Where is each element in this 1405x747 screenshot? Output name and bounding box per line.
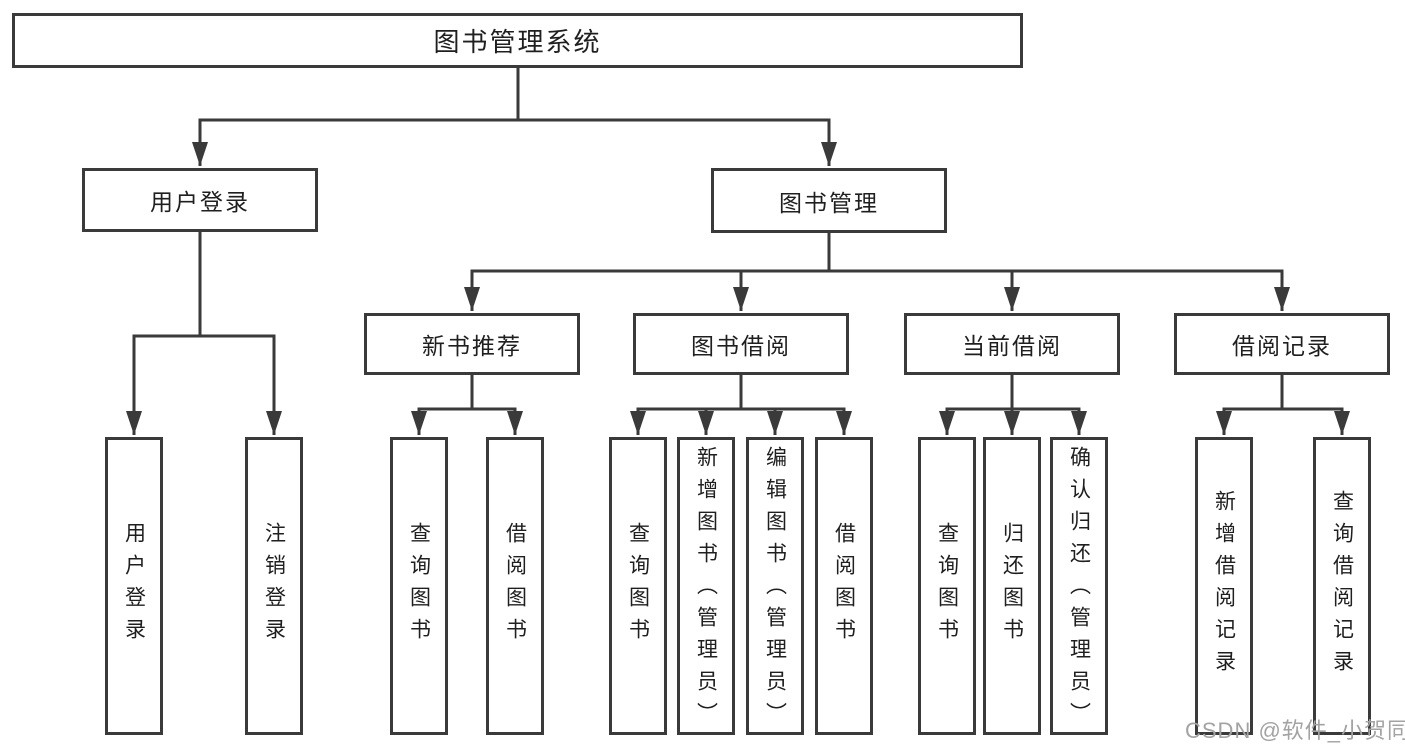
node-user-login: 用户登录 — [82, 168, 318, 232]
leaf-bb-query-book: 查询图书 — [609, 437, 667, 735]
node-borrow-records: 借阅记录 — [1174, 313, 1390, 375]
leaf-br-query-record: 查询借阅记录 — [1313, 437, 1371, 735]
leaf-bb-edit-book-admin: 编辑图书（管理员） — [746, 437, 804, 735]
leaf-user-login: 用户登录 — [105, 437, 163, 735]
leaf-br-add-record: 新增借阅记录 — [1195, 437, 1253, 735]
node-current-borrow: 当前借阅 — [904, 313, 1120, 375]
leaf-bb-borrow-book: 借阅图书 — [815, 437, 873, 735]
node-root-system: 图书管理系统 — [12, 13, 1023, 68]
leaf-nb-borrow-book: 借阅图书 — [486, 437, 544, 735]
leaf-cb-return-book: 归还图书 — [983, 437, 1041, 735]
leaf-nb-query-book: 查询图书 — [390, 437, 448, 735]
leaf-cb-query-book: 查询图书 — [918, 437, 976, 735]
leaf-bb-add-book-admin: 新增图书（管理员） — [677, 437, 735, 735]
leaf-cb-confirm-return-admin: 确认归还（管理员） — [1050, 437, 1108, 735]
node-book-management: 图书管理 — [711, 168, 947, 233]
node-new-book-recommend: 新书推荐 — [364, 313, 580, 375]
node-book-borrow: 图书借阅 — [633, 313, 849, 375]
csdn-watermark: CSDN @软件_小贺同学 — [1185, 718, 1405, 743]
leaf-logout: 注销登录 — [245, 437, 303, 735]
